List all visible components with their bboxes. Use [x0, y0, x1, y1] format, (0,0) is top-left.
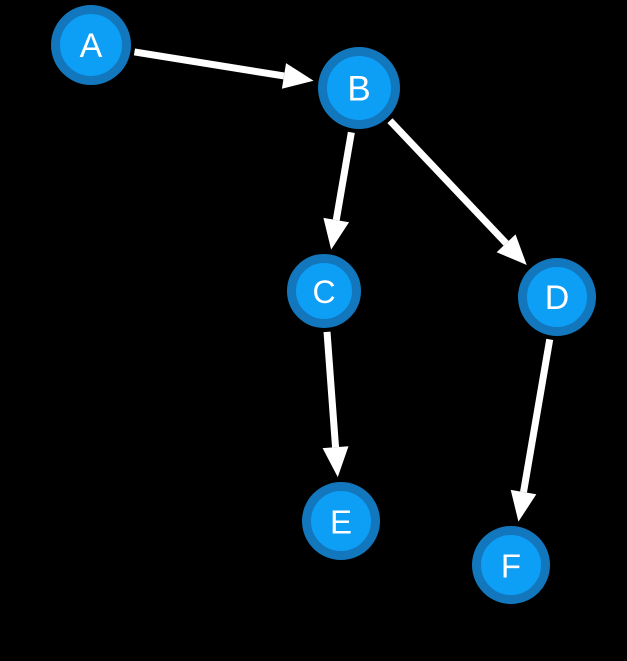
edges-layer: [133, 48, 554, 522]
graph-node-a[interactable]: A: [51, 5, 131, 85]
node-circle: [287, 254, 361, 328]
edge-line: [133, 48, 285, 80]
edge-a-b[interactable]: [133, 48, 314, 89]
node-circle: [302, 482, 380, 560]
edge-line: [387, 118, 509, 246]
arrowhead-icon: [281, 63, 314, 89]
edge-line: [323, 331, 340, 448]
graph-node-b[interactable]: B: [318, 47, 400, 129]
edge-b-c[interactable]: [323, 131, 355, 250]
graph-node-f[interactable]: F: [472, 526, 550, 604]
edge-b-d[interactable]: [387, 118, 527, 266]
arrowhead-icon: [323, 217, 350, 250]
edge-c-e[interactable]: [322, 331, 349, 478]
node-circle: [518, 258, 596, 336]
graph-node-e[interactable]: E: [302, 482, 380, 560]
arrowhead-icon: [496, 234, 527, 266]
nodes-layer: A B C D E F: [51, 5, 596, 604]
arrowhead-icon: [322, 446, 349, 478]
graph-node-c[interactable]: C: [287, 254, 361, 328]
node-circle: [318, 47, 400, 129]
edge-line: [332, 131, 355, 221]
node-circle: [472, 526, 550, 604]
node-circle: [51, 5, 131, 85]
graph-node-d[interactable]: D: [518, 258, 596, 336]
arrowhead-icon: [510, 489, 537, 522]
edge-d-f[interactable]: [510, 338, 554, 522]
edge-line: [520, 338, 554, 493]
